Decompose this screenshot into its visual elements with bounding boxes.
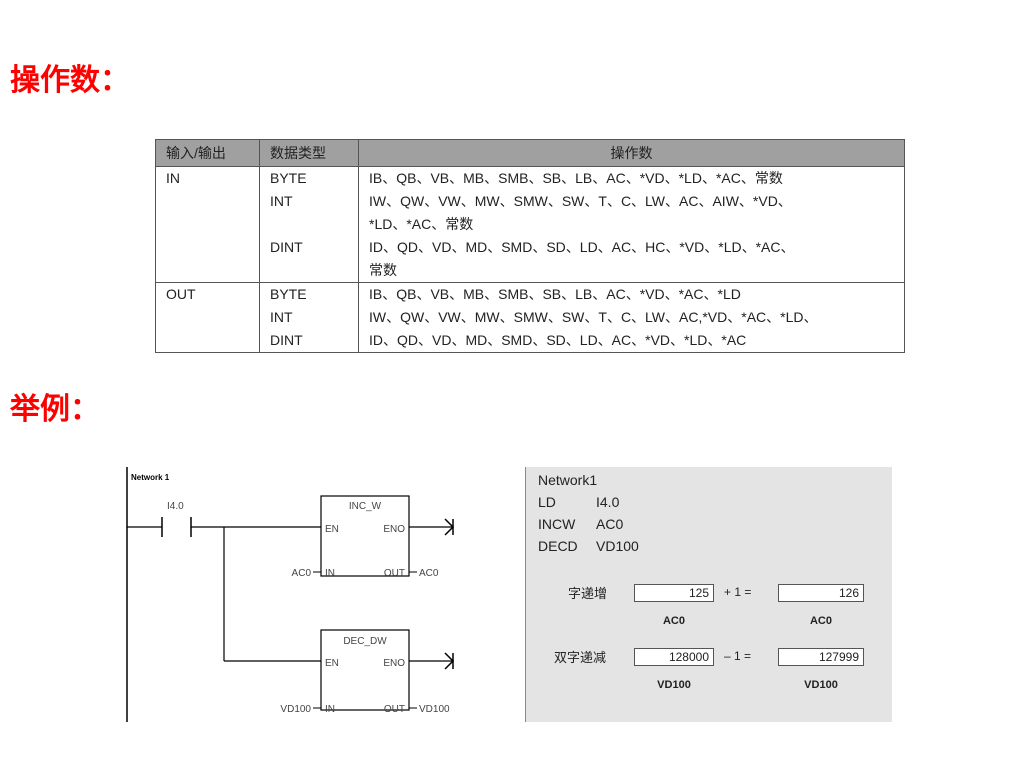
- block2-out-operand: VD100: [419, 704, 450, 715]
- dec-dw-block: DEC_DW EN ENO IN OUT VD100 VD100: [280, 629, 455, 715]
- block1-eno: ENO: [383, 524, 405, 535]
- cell-io: [155, 329, 260, 353]
- cell-io: IN: [155, 166, 260, 190]
- cell-io: [155, 213, 260, 236]
- block2-en: EN: [325, 658, 339, 669]
- stl-title: Network1: [538, 472, 598, 488]
- cell-datatype: [259, 213, 359, 236]
- ladder-diagram: Network 1 I4.0 INC_W EN ENO IN OUT AC0 A…: [126, 467, 455, 722]
- cell-io: [155, 306, 260, 329]
- block2-in-operand: VD100: [280, 704, 311, 715]
- example-panel: Network 1 I4.0 INC_W EN ENO IN OUT AC0 A…: [125, 467, 892, 722]
- header-io: 输入/输出: [155, 139, 260, 167]
- block1-name: INC_W: [349, 501, 382, 512]
- block1-out-operand: AC0: [419, 568, 439, 579]
- cell-operands: IW、QW、VW、MW、SMW、SW、T、C、LW、AC、AIW、*VD、: [358, 190, 905, 213]
- cell-operands: IB、QB、VB、MB、SMB、SB、LB、AC、*VD、*AC、*LD: [358, 282, 905, 306]
- cell-datatype: [259, 259, 359, 283]
- example-heading: 举例：: [10, 392, 100, 427]
- table-header-row: 输入/输出 数据类型 操作数: [155, 139, 905, 167]
- inc-op: + 1 =: [724, 585, 752, 599]
- dec-after-name: VD100: [804, 679, 838, 691]
- cell-operands: ID、QD、VD、MD、SMD、SD、LD、AC、*VD、*LD、*AC: [358, 329, 905, 353]
- inc-before-name: AC0: [662, 615, 685, 627]
- cell-datatype: DINT: [259, 236, 359, 259]
- cell-operands: 常数: [358, 259, 905, 283]
- cell-operands: IB、QB、VB、MB、SMB、SB、LB、AC、*VD、*LD、*AC、常数: [358, 166, 905, 190]
- cell-datatype: DINT: [259, 329, 359, 353]
- network-label: Network 1: [131, 473, 170, 482]
- block1-out: OUT: [384, 568, 405, 579]
- cell-datatype: INT: [259, 306, 359, 329]
- block2-out: OUT: [384, 704, 405, 715]
- contact-label: I4.0: [167, 501, 184, 512]
- block1-in-operand: AC0: [292, 568, 312, 579]
- cell-datatype: BYTE: [259, 282, 359, 306]
- dec-before-value: 128000: [634, 648, 714, 666]
- cell-io: OUT: [155, 282, 260, 306]
- dec-label: 双字递减: [554, 651, 607, 666]
- table-row: *LD、*AC、常数: [155, 213, 905, 236]
- block1-in: IN: [325, 568, 335, 579]
- cell-operands: ID、QD、VD、MD、SMD、SD、LD、AC、HC、*VD、*LD、*AC、: [358, 236, 905, 259]
- operands-heading: 操作数：: [10, 63, 130, 98]
- block1-en: EN: [325, 524, 339, 535]
- cell-io: [155, 259, 260, 283]
- cell-operands: IW、QW、VW、MW、SMW、SW、T、C、LW、AC,*VD、*AC、*LD…: [358, 306, 905, 329]
- header-datatype: 数据类型: [259, 139, 359, 167]
- block2-in: IN: [325, 704, 335, 715]
- inc-label: 字递增: [568, 587, 608, 602]
- header-operands: 操作数: [358, 139, 905, 167]
- inc-after-name: AC0: [809, 615, 832, 627]
- block2-eno: ENO: [383, 658, 405, 669]
- cell-io: [155, 190, 260, 213]
- cell-datatype: INT: [259, 190, 359, 213]
- cell-operands: *LD、*AC、常数: [358, 213, 905, 236]
- block2-name: DEC_DW: [343, 636, 387, 647]
- dec-op: – 1 =: [724, 649, 752, 663]
- inc-before-value: 125: [634, 584, 714, 602]
- cell-io: [155, 236, 260, 259]
- dec-before-name: VD100: [657, 679, 691, 691]
- cell-datatype: BYTE: [259, 166, 359, 190]
- inc-w-block: INC_W EN ENO IN OUT AC0 AC0: [292, 495, 455, 579]
- table-row: 常数: [155, 259, 905, 283]
- dec-after-value: 127999: [778, 648, 864, 666]
- status-panel: 字递增 125 + 1 = 126 AC0 AC0 双字递减 128000 – …: [525, 573, 892, 722]
- inc-after-value: 126: [778, 584, 864, 602]
